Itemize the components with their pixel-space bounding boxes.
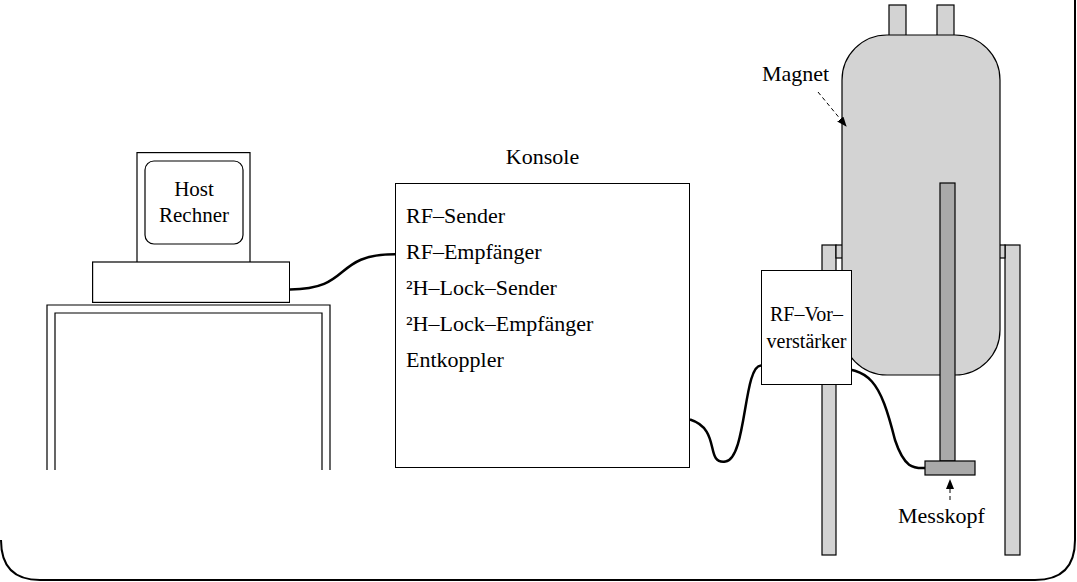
- part-label: Magnet: [762, 62, 829, 86]
- console-box: KonsoleRF–SenderRF–Empfänger²H–Lock–Send…: [395, 183, 690, 468]
- leader-line: [950, 480, 951, 500]
- part-label: Messkopf: [898, 504, 985, 528]
- leader-line: [818, 92, 846, 126]
- cable: [690, 365, 761, 461]
- preamp-box: RF–Vor– verstärker: [761, 270, 852, 385]
- probe: [925, 183, 975, 475]
- box-line: Entkoppler: [406, 342, 679, 378]
- box-heading: Konsole: [396, 144, 689, 170]
- cable: [290, 254, 395, 289]
- box-line: ²H–Lock–Sender: [406, 270, 679, 306]
- box-line: RF–Sender: [406, 198, 679, 234]
- box-line: ²H–Lock–Empfänger: [406, 306, 679, 342]
- node-text: RF–Vor– verstärker: [766, 301, 847, 355]
- computer-outline: [92, 152, 290, 303]
- host-computer: Host Rechner: [92, 152, 290, 303]
- table: [47, 305, 330, 470]
- node-text: Host Rechner: [148, 164, 240, 241]
- box-line: RF–Empfänger: [406, 234, 679, 270]
